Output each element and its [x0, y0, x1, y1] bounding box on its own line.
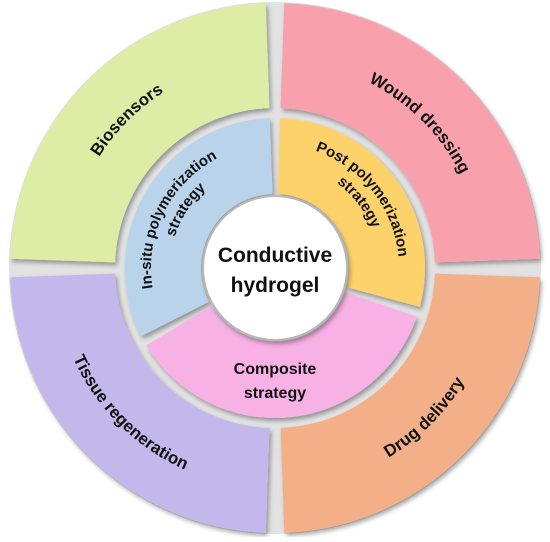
tissue-regeneration-segment: [10, 273, 270, 533]
center-circle: [202, 195, 348, 341]
wound-dressing-segment: [280, 3, 540, 263]
strategy-ring: [125, 118, 426, 419]
center-title-line2: hydrogel: [231, 274, 320, 297]
in-situ-polymerization-segment: [125, 118, 273, 337]
composite-label-line2: strategy: [244, 385, 306, 402]
biosensors-segment: [10, 3, 270, 263]
composite-label-line1: Composite: [234, 361, 317, 378]
post-polymerization-segment: [277, 118, 426, 307]
application-ring: [10, 3, 540, 533]
composite-segment: [146, 292, 417, 419]
center-title-line1: Conductive: [218, 244, 332, 267]
drug-delivery-segment: [280, 273, 540, 533]
